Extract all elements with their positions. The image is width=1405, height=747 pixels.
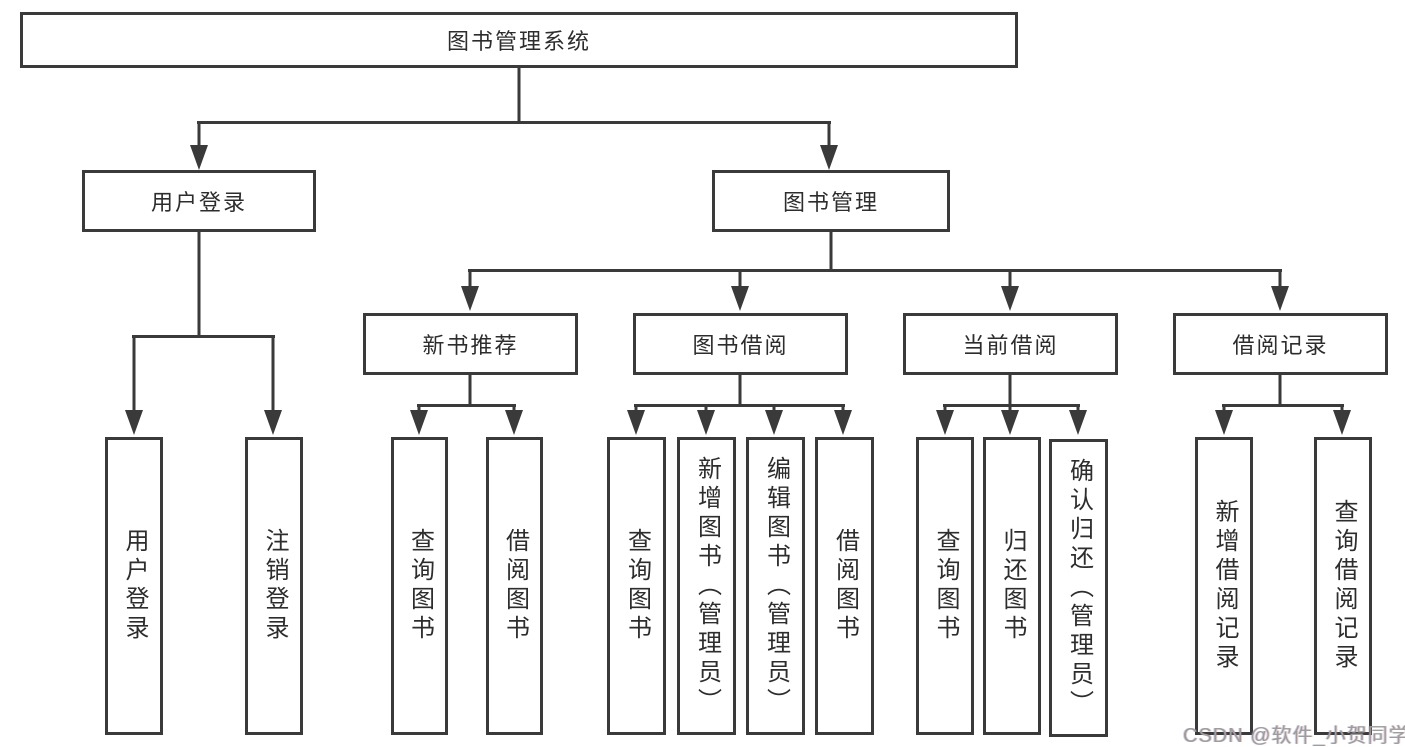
connector-current-to-leaves: [943, 375, 1080, 413]
connector-records-to-leaves: [1222, 375, 1344, 413]
connector-newbook-to-leaves: [417, 375, 516, 413]
leaf-borrow-borrow-books: 借阅图书: [815, 437, 874, 735]
connector-borrow-to-leaves: [634, 375, 845, 413]
watermark: CSDN @软件_小贺同学: [1183, 725, 1405, 747]
leaf-current-return-books: 归还图书: [983, 437, 1041, 735]
connector-root-to-level2: [197, 68, 831, 148]
node-current-borrow: 当前借阅: [903, 313, 1118, 375]
leaf-logout: 注销登录: [245, 437, 303, 735]
node-book-borrow: 图书借阅: [633, 313, 848, 375]
connector-bookmgmt-to-level3: [468, 232, 1282, 289]
leaf-borrow-add-books-admin: 新增图书（管理员）: [677, 437, 736, 735]
leaf-user-login: 用户登录: [105, 437, 163, 735]
node-new-book-recommend: 新书推荐: [363, 313, 578, 375]
leaf-records-add-record: 新增借阅记录: [1195, 437, 1253, 735]
connector-userlogin-to-leaves: [132, 232, 275, 413]
leaf-newbook-borrow-books: 借阅图书: [486, 437, 543, 735]
leaf-borrow-edit-books-admin: 编辑图书（管理员）: [746, 437, 805, 735]
leaf-borrow-query-books: 查询图书: [607, 437, 666, 735]
node-book-management: 图书管理: [712, 170, 950, 232]
node-root: 图书管理系统: [20, 12, 1018, 68]
node-borrow-records: 借阅记录: [1173, 313, 1388, 375]
node-user-login: 用户登录: [82, 170, 316, 232]
leaf-current-confirm-return-admin: 确认归还（管理员）: [1049, 439, 1108, 737]
leaf-current-query-books: 查询图书: [916, 437, 974, 735]
leaf-records-query-record: 查询借阅记录: [1314, 437, 1372, 735]
leaf-newbook-query-books: 查询图书: [391, 437, 448, 735]
